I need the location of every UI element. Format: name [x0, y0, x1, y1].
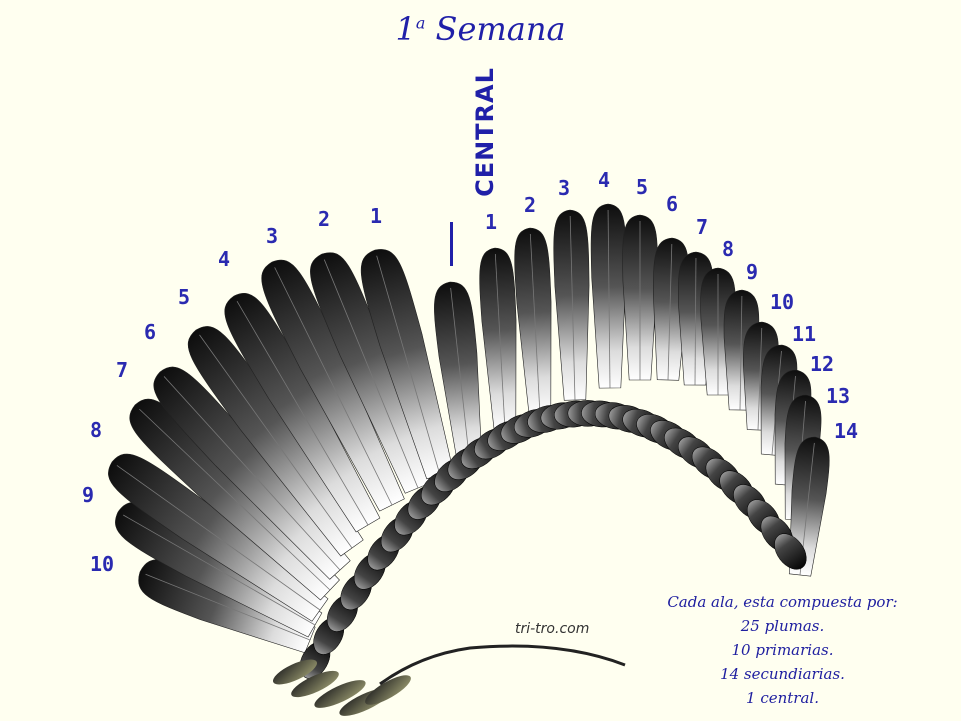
primary-feather-number: 1	[370, 204, 383, 228]
primary-feather-number: 2	[318, 207, 331, 231]
primary-feather-number: 5	[178, 285, 191, 309]
secondary-feather	[479, 247, 517, 431]
secondary-feather	[590, 203, 627, 389]
secondary-feather-number: 2	[524, 193, 537, 217]
wing-base	[272, 644, 626, 716]
primary-feather	[187, 326, 364, 557]
primary-feather	[108, 453, 329, 622]
primary-feather	[310, 252, 432, 494]
secondary-feather-number: 6	[666, 192, 679, 216]
secondary-feather-number: 3	[558, 176, 571, 200]
page-title: 1a Semana	[395, 10, 566, 48]
primary-feather-number: 7	[116, 358, 129, 382]
note-line: 10 primarias.	[731, 641, 834, 659]
primary-feather	[129, 398, 340, 601]
note-line: 1 central.	[746, 689, 819, 707]
primary-feather-number: 6	[144, 320, 157, 344]
secondary-feather-number: 13	[826, 384, 851, 408]
primary-feather-number: 4	[218, 247, 231, 271]
primary-feather	[138, 559, 316, 654]
central-pointer-line	[450, 222, 453, 266]
primary-feather	[153, 366, 351, 580]
credit-text: tri-tro.com	[515, 621, 590, 637]
secondary-feather-number: 4	[598, 168, 611, 192]
secondary-feather	[514, 227, 552, 416]
note-line: Cada ala, esta compuesta por:	[667, 593, 898, 611]
primary-feather-number: 9	[82, 483, 95, 507]
wing-bone	[379, 644, 626, 686]
primary-feather	[224, 293, 381, 533]
secondary-feather-number: 9	[746, 260, 759, 284]
secondary-feather-number: 10	[770, 290, 795, 314]
central-feather	[434, 281, 483, 467]
note-line: 14 secundiarias.	[720, 665, 845, 683]
secondary-feather-number: 12	[810, 352, 835, 376]
primary-feather-number: 3	[266, 224, 279, 248]
secondary-feather-number: 1	[485, 210, 498, 234]
secondary-feather-number: 8	[722, 237, 735, 261]
wing-notes: Cada ala, esta compuesta por: 25 plumas.…	[650, 590, 915, 710]
primary-feather-number: 8	[90, 418, 103, 442]
secondary-feather-number: 14	[834, 419, 859, 443]
central-label: CENTRAL	[471, 67, 499, 197]
primary-feather-number: 10	[90, 552, 115, 576]
primary-feather	[261, 259, 405, 512]
secondary-feather-number: 11	[792, 322, 817, 346]
covert-feather	[774, 533, 807, 570]
note-line: 25 plumas.	[740, 617, 825, 635]
secondary-feather-number: 5	[636, 175, 649, 199]
secondary-feather	[553, 209, 590, 401]
secondary-feather	[622, 214, 658, 381]
secondary-feather-number: 7	[696, 215, 709, 239]
